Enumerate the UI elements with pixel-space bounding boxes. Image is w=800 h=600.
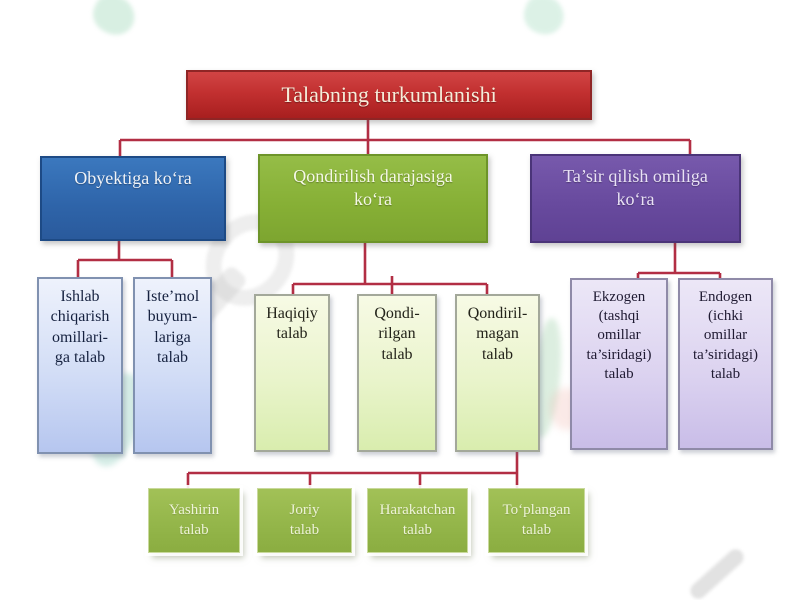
node-haqiqiy-talab: Haqiqiy talab bbox=[254, 294, 330, 452]
connector-qondirilish-children bbox=[291, 243, 489, 296]
node-joriy-talab: Joriy talab bbox=[257, 488, 352, 553]
connector-tasir-children bbox=[636, 243, 722, 280]
node-branch-qondirilish: Qondirilish darajasiga ko‘ra bbox=[258, 154, 488, 243]
node-istemol-buyumlariga-talab: Iste’mol buyum- lariga talab bbox=[133, 277, 212, 454]
watermark-leaf-top-right bbox=[518, 0, 570, 40]
watermark-leaf-top-left bbox=[86, 0, 142, 42]
connector-root-to-row bbox=[118, 120, 692, 157]
node-toplangan-talab: To‘plangan talab bbox=[488, 488, 585, 553]
connector-qondirilmagan-children bbox=[186, 452, 519, 489]
node-qondirilmagan-talab: Qondiril- magan talab bbox=[455, 294, 540, 452]
node-ishlab-chiqarish-talab: Ishlab chiqarish omillari- ga talab bbox=[37, 277, 123, 454]
node-qondirilgan-talab: Qondi- rilgan talab bbox=[357, 294, 437, 452]
node-harakatchan-talab: Harakatchan talab bbox=[367, 488, 468, 553]
node-endogen-talab: Endogen (ichki omillar ta’siridagi) tala… bbox=[678, 278, 773, 450]
node-title: Talabning turkumlanishi bbox=[186, 70, 592, 120]
node-ekzogen-talab: Ekzogen (tashqi omillar ta’siridagi) tal… bbox=[570, 278, 668, 450]
node-branch-obyektiga: Obyektiga ko‘ra bbox=[40, 156, 226, 241]
watermark-letterform-stroke-bottom-right bbox=[687, 545, 747, 600]
node-yashirin-talab: Yashirin talab bbox=[148, 488, 240, 553]
node-branch-tasir: Ta’sir qilish omiliga ko‘ra bbox=[530, 154, 741, 243]
connector-obyektiga-children bbox=[76, 241, 174, 279]
